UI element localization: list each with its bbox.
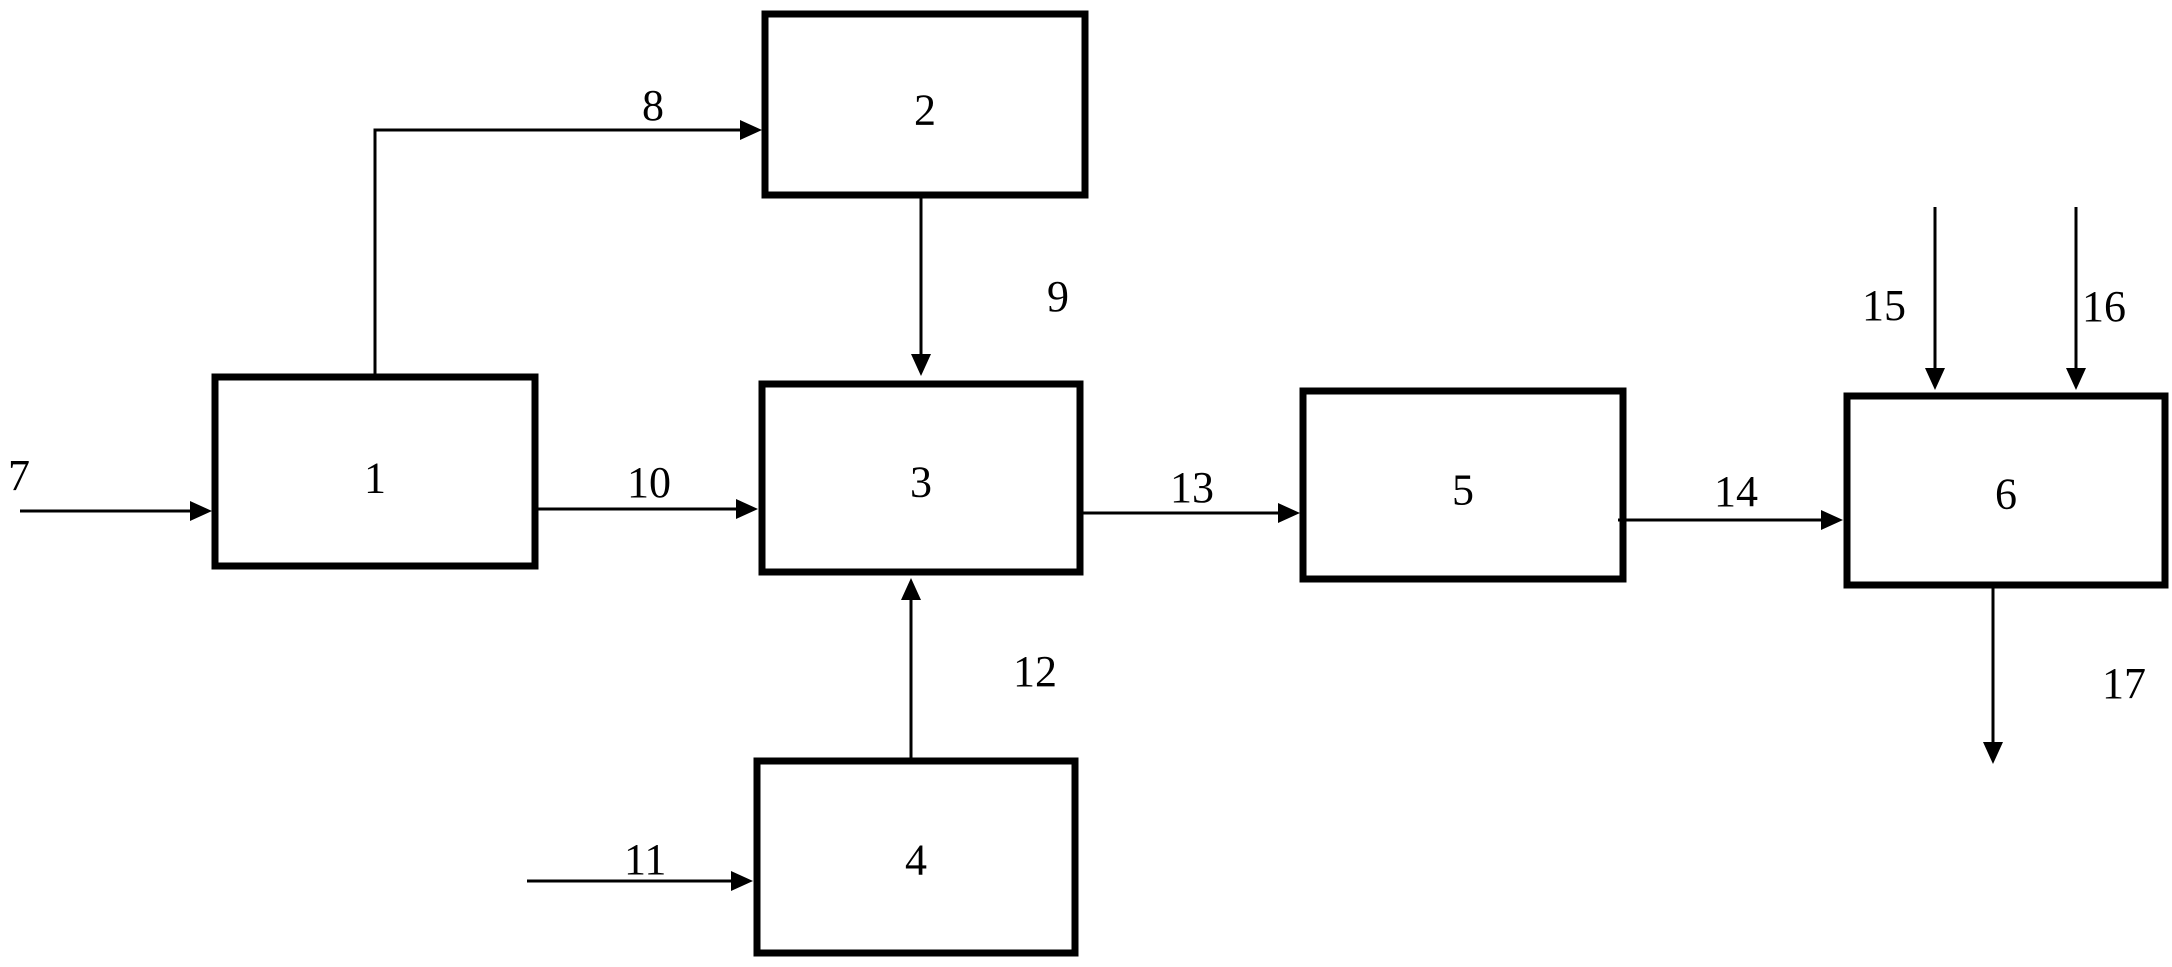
box-5: 5 xyxy=(1299,387,1627,583)
box-6-label: 6 xyxy=(1995,470,2017,519)
box-5-label: 5 xyxy=(1452,466,1474,515)
stream-17-label: 17 xyxy=(2102,659,2146,708)
stream-11-label: 11 xyxy=(624,835,666,884)
stream-16-arrow xyxy=(2066,207,2086,390)
stream-7-label: 7 xyxy=(8,451,30,500)
stream-12-label: 12 xyxy=(1013,647,1057,696)
stream-15-arrow xyxy=(1925,207,1945,390)
box-3: 3 xyxy=(758,380,1084,576)
box-6: 6 xyxy=(1843,392,2169,589)
box-4: 4 xyxy=(753,757,1079,957)
stream-13-arrow xyxy=(1083,503,1300,523)
stream-11-arrow xyxy=(527,871,753,891)
stream-7-arrow xyxy=(20,501,212,521)
stream-9-arrow xyxy=(911,198,931,376)
stream-13-label: 13 xyxy=(1170,463,1214,512)
stream-10-arrow xyxy=(538,499,758,519)
stream-14-arrow xyxy=(1618,510,1843,530)
box-2-label: 2 xyxy=(914,86,936,135)
stream-12-arrow xyxy=(901,578,921,758)
stream-10-label: 10 xyxy=(627,458,671,507)
stream-8-arrow xyxy=(373,120,762,374)
stream-15-label: 15 xyxy=(1862,281,1906,330)
box-3-label: 3 xyxy=(910,458,932,507)
stream-16-label: 16 xyxy=(2082,282,2126,331)
stream-8-label: 8 xyxy=(642,81,664,130)
stream-14-label: 14 xyxy=(1714,467,1758,516)
box-4-label: 4 xyxy=(905,836,927,885)
box-1-label: 1 xyxy=(364,454,386,503)
box-1: 1 xyxy=(211,373,539,570)
box-2: 2 xyxy=(761,10,1089,199)
stream-17-arrow xyxy=(1983,588,2003,764)
stream-9-label: 9 xyxy=(1047,272,1069,321)
